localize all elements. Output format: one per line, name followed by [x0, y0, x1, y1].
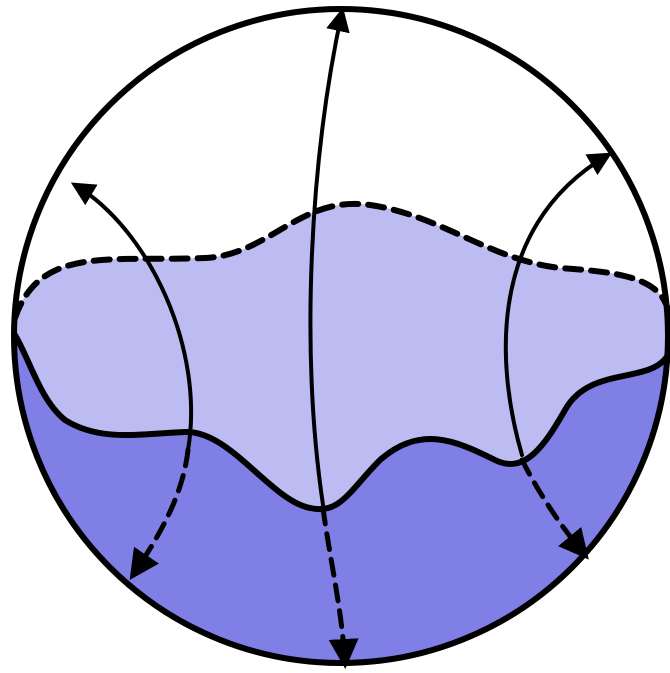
lower-region-fill [14, 335, 668, 663]
upper-band-dashed-boundary [12, 200, 670, 321]
upper-band-fill [15, 203, 668, 510]
left-arrow-up [70, 182, 194, 452]
center-arrow-up [308, 7, 350, 507]
left-arrow-down [129, 447, 191, 580]
outer-circle [11, 6, 670, 666]
center-arrow-down [320, 505, 359, 669]
filled-regions [14, 203, 668, 663]
interface-solid-boundary [12, 332, 670, 513]
right-arrow-up [503, 152, 613, 457]
right-arrow-down [519, 457, 589, 560]
